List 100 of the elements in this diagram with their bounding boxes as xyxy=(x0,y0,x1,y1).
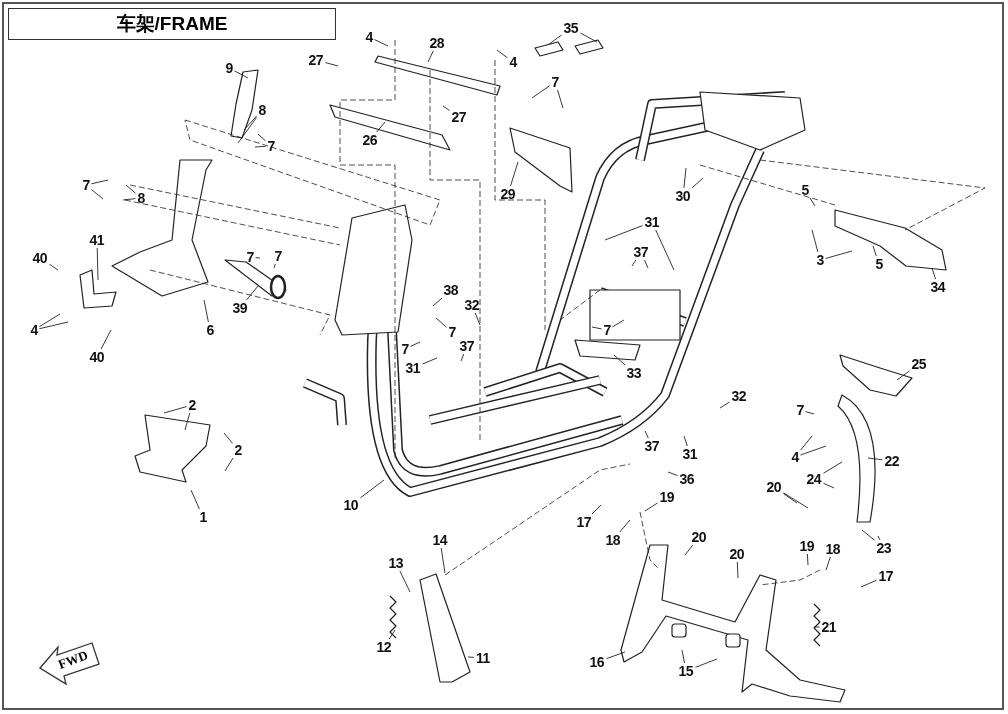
callout-number: 37 xyxy=(632,245,650,259)
leader-line xyxy=(442,105,450,111)
leader-line xyxy=(125,184,136,194)
leader-line xyxy=(604,225,643,241)
leader-line xyxy=(224,457,234,472)
leader-line xyxy=(800,435,813,451)
callout-number: 8 xyxy=(257,103,267,117)
leader-line xyxy=(243,115,257,131)
callout-number: 31 xyxy=(404,361,422,375)
callout-number: 41 xyxy=(88,233,106,247)
leader-line xyxy=(510,161,519,187)
callout-number: 12 xyxy=(375,640,393,654)
leader-line xyxy=(867,457,883,461)
callout-number: 22 xyxy=(883,454,901,468)
leader-line xyxy=(825,250,853,259)
callout-number: 5 xyxy=(874,257,884,271)
callout-number: 5 xyxy=(800,183,810,197)
leader-line xyxy=(806,553,809,566)
leader-line xyxy=(374,39,389,47)
leader-line xyxy=(684,544,694,556)
leader-line xyxy=(440,547,446,574)
leader-line xyxy=(427,50,434,63)
leader-line xyxy=(410,341,421,347)
leader-line xyxy=(399,570,411,593)
leader-line xyxy=(273,263,276,269)
leader-line xyxy=(254,145,266,148)
leader-line xyxy=(644,430,649,439)
callout-number: 20 xyxy=(765,480,783,494)
callout-number: 17 xyxy=(877,569,895,583)
leader-line xyxy=(257,133,266,142)
leader-line xyxy=(809,197,816,207)
leader-line xyxy=(591,504,602,515)
callout-number: 32 xyxy=(730,389,748,403)
callout-number: 4 xyxy=(508,55,518,69)
leader-line xyxy=(606,651,626,660)
leader-line xyxy=(896,370,910,381)
leader-line xyxy=(860,579,877,588)
leader-line xyxy=(557,89,564,109)
callout-number: 39 xyxy=(231,301,249,315)
leader-line xyxy=(203,299,209,323)
callout-number: 15 xyxy=(677,664,695,678)
leader-line xyxy=(644,259,649,269)
callout-number: 7 xyxy=(245,250,255,264)
callout-number: 27 xyxy=(307,53,325,67)
leader-line xyxy=(100,329,112,350)
callout-number: 4 xyxy=(364,30,374,44)
leader-line xyxy=(39,313,61,328)
leader-line xyxy=(474,312,481,326)
callout-number: 17 xyxy=(575,515,593,529)
callout-number: 35 xyxy=(562,21,580,35)
leader-line xyxy=(91,189,104,200)
leader-line xyxy=(613,354,626,366)
leader-line xyxy=(422,357,438,365)
leader-line xyxy=(96,247,99,281)
leader-line xyxy=(805,411,815,415)
callout-number: 2 xyxy=(187,398,197,412)
callout-number: 8 xyxy=(136,191,146,205)
callout-number: 40 xyxy=(88,350,106,364)
callout-number: 6 xyxy=(205,323,215,337)
callout-number: 38 xyxy=(442,283,460,297)
callout-number: 7 xyxy=(81,178,91,192)
callout-number: 7 xyxy=(266,139,276,153)
leader-line xyxy=(667,471,678,476)
leader-line xyxy=(695,658,718,668)
leader-line xyxy=(811,229,819,253)
callout-number: 18 xyxy=(824,542,842,556)
callout-number: 7 xyxy=(795,403,805,417)
leader-line xyxy=(683,435,688,447)
leader-line xyxy=(246,285,259,301)
leader-line xyxy=(184,412,191,431)
leader-line xyxy=(223,432,233,444)
title-box: 车架/FRAME xyxy=(8,8,336,40)
callout-number: 10 xyxy=(342,498,360,512)
leader-line xyxy=(861,529,875,541)
callout-number: 31 xyxy=(681,447,699,461)
leader-line xyxy=(783,492,809,509)
callout-number: 7 xyxy=(400,342,410,356)
callout-number: 36 xyxy=(678,472,696,486)
callout-number: 37 xyxy=(643,439,661,453)
leader-line xyxy=(460,353,465,362)
callout-number: 19 xyxy=(798,539,816,553)
leader-line xyxy=(872,245,877,257)
leader-line xyxy=(376,121,386,133)
callout-number: 33 xyxy=(625,366,643,380)
leader-line xyxy=(39,321,69,330)
callout-number: 1 xyxy=(198,510,208,524)
callout-number: 34 xyxy=(929,280,947,294)
callout-number: 32 xyxy=(463,298,481,312)
leader-line xyxy=(91,179,109,185)
direction-label: FWD xyxy=(56,647,91,673)
leader-line xyxy=(691,177,704,189)
callout-number: 30 xyxy=(674,189,692,203)
callout-number: 4 xyxy=(29,323,39,337)
callout-number: 7 xyxy=(273,249,283,263)
callout-number: 40 xyxy=(31,251,49,265)
callout-number: 27 xyxy=(450,110,468,124)
leader-line xyxy=(388,629,396,640)
leader-line xyxy=(683,167,687,189)
callout-number: 3 xyxy=(815,253,825,267)
leader-line xyxy=(325,62,339,67)
